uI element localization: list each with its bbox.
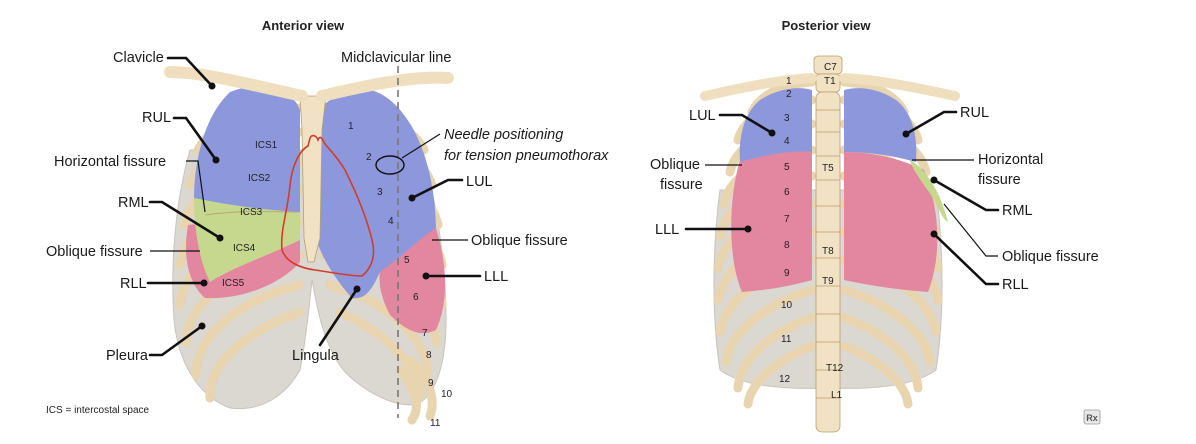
vertebra-t9: T9	[822, 276, 834, 287]
anterior-rib-4: 4	[388, 216, 394, 227]
posterior-rib-3: 3	[784, 113, 790, 124]
footnote-ics: ICS = intercostal space	[46, 405, 150, 416]
ics-3: ICS3	[240, 207, 263, 218]
needle-position-marker	[375, 155, 405, 175]
posterior-rul	[844, 88, 917, 162]
posterior-rib-6: 6	[784, 187, 790, 198]
rx-logo-text: Rx	[1086, 413, 1098, 423]
posterior-label-rll: RLL	[1002, 277, 1029, 293]
ics-1: ICS1	[255, 140, 278, 151]
vertebra-t5: T5	[822, 163, 834, 174]
anterior-rib-11: 11	[430, 418, 441, 429]
posterior-rib-9: 9	[784, 268, 790, 279]
posterior-label-horizontal-line1: Horizontal	[978, 152, 1043, 168]
anterior-rul	[194, 86, 300, 212]
anterior-left-lung	[316, 88, 446, 334]
label-needle-line1: Needle positioning	[444, 127, 563, 143]
label-needle-line2: for tension pneumothorax	[444, 148, 609, 164]
vertebra-c7: C7	[824, 62, 837, 73]
vertebra-t1: T1	[824, 76, 836, 87]
anterior-heart	[280, 134, 375, 277]
label-clavicle: Clavicle	[113, 50, 164, 66]
label-pleura: Pleura	[106, 348, 149, 364]
anterior-rml	[194, 198, 300, 282]
anterior-lul	[316, 88, 436, 299]
label-rml: RML	[118, 195, 149, 211]
posterior-rib-4: 4	[784, 136, 790, 147]
anterior-clavicle-right	[164, 66, 308, 102]
label-rll: RLL	[120, 276, 147, 292]
posterior-view: Posterior view	[650, 18, 1099, 433]
posterior-label-lll: LLL	[655, 222, 679, 238]
posterior-label-horizontal-line2: fissure	[978, 172, 1021, 188]
anterior-rib-9: 9	[428, 378, 434, 389]
label-lll: LLL	[484, 269, 508, 285]
anterior-view: Anterior view	[46, 18, 609, 429]
anterior-rib-1: 1	[348, 121, 354, 132]
anterior-title: Anterior view	[262, 18, 345, 33]
posterior-shoulder-left	[700, 73, 817, 101]
posterior-label-lul: LUL	[689, 108, 716, 124]
anterior-rib-8: 8	[426, 350, 432, 361]
anterior-right-lung	[185, 86, 301, 299]
label-oblique-fissure-left: Oblique fissure	[46, 244, 143, 260]
ics-5: ICS5	[222, 278, 245, 289]
posterior-rib-10: 10	[781, 300, 793, 311]
posterior-rib-8: 8	[784, 240, 790, 251]
anterior-rib-2: 2	[366, 152, 372, 163]
posterior-label-rml: RML	[1002, 203, 1033, 219]
label-rul: RUL	[142, 110, 171, 126]
posterior-shoulder-right	[839, 73, 960, 101]
posterior-label-oblique-fissure: Oblique fissure	[1002, 249, 1099, 265]
posterior-rml	[910, 160, 948, 222]
ics-2: ICS2	[248, 173, 271, 184]
anterior-rib-3: 3	[377, 187, 383, 198]
posterior-label-oblique-line2: fissure	[660, 177, 703, 193]
posterior-rll	[844, 152, 938, 292]
anterior-rib-7: 7	[422, 328, 428, 339]
anterior-rib-5: 5	[404, 255, 410, 266]
anterior-rib-6: 6	[413, 292, 419, 303]
anterior-lll	[379, 228, 446, 334]
posterior-rib-7: 7	[784, 214, 790, 225]
vertebra-t12: T12	[826, 363, 844, 374]
posterior-title: Posterior view	[782, 18, 872, 33]
posterior-rib-11: 11	[781, 334, 792, 345]
label-oblique-fissure-right: Oblique fissure	[471, 233, 568, 249]
posterior-lul	[739, 88, 812, 162]
label-midclavicular-line: Midclavicular line	[341, 50, 451, 66]
label-lul: LUL	[466, 174, 493, 190]
posterior-label-oblique-line1: Oblique	[650, 157, 700, 173]
rx-logo: Rx	[1083, 409, 1101, 425]
anterior-rib-10: 10	[441, 389, 453, 400]
vertebra-l1: L1	[831, 390, 843, 401]
posterior-rib-12: 12	[779, 374, 791, 385]
posterior-right-lung	[844, 88, 948, 292]
ics-4: ICS4	[233, 243, 256, 254]
posterior-rib-2: 2	[786, 89, 792, 100]
vertebra-t8: T8	[822, 246, 834, 257]
posterior-spine	[813, 55, 843, 433]
label-lingula: Lingula	[292, 348, 340, 364]
posterior-rib-5: 5	[784, 162, 790, 173]
posterior-lll	[731, 151, 812, 292]
label-horizontal-fissure: Horizontal fissure	[54, 154, 166, 170]
posterior-rib-1: 1	[786, 76, 792, 87]
posterior-label-rul: RUL	[960, 105, 989, 121]
posterior-left-lung	[731, 88, 812, 292]
anterior-clavicle-left	[316, 71, 454, 102]
